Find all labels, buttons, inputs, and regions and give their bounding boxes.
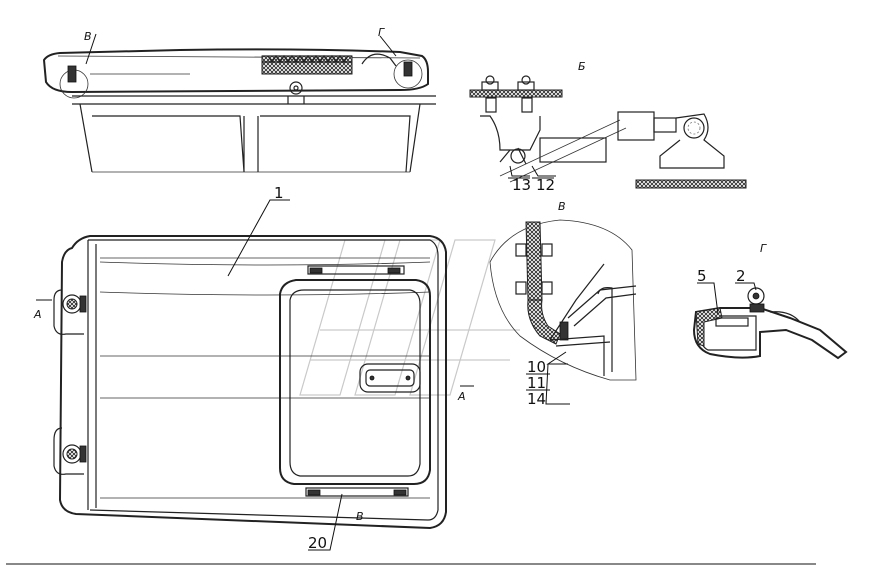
label-detail-g: Г bbox=[760, 242, 767, 255]
part-number-2: 2 bbox=[736, 267, 746, 285]
detail-g bbox=[692, 287, 848, 360]
watermark bbox=[299, 239, 520, 396]
label-detail-b: Б bbox=[578, 60, 586, 73]
part-number-12: 12 bbox=[536, 176, 555, 194]
label-view-v-bottom: В bbox=[356, 510, 364, 523]
label-view-a-left: А bbox=[33, 308, 42, 321]
section-markers bbox=[36, 299, 474, 387]
label-top-v: В bbox=[84, 30, 92, 43]
part-number-10: 10 bbox=[527, 358, 546, 376]
label-top-g: Г bbox=[378, 26, 385, 39]
part-number-13: 13 bbox=[512, 176, 531, 194]
part-number-5: 5 bbox=[697, 267, 707, 285]
part-number-20: 20 bbox=[308, 534, 327, 552]
part-number-14: 14 bbox=[527, 390, 546, 408]
roof-side-view bbox=[42, 48, 436, 173]
detail-b bbox=[469, 75, 747, 189]
part-number-11: 11 bbox=[527, 374, 546, 392]
roof-plan-view bbox=[53, 235, 447, 530]
part-number-1: 1 bbox=[274, 184, 284, 202]
leader-lines bbox=[6, 33, 816, 565]
label-detail-v: В bbox=[558, 200, 566, 213]
label-view-a-mid: А bbox=[457, 390, 466, 403]
detail-v bbox=[489, 219, 637, 381]
